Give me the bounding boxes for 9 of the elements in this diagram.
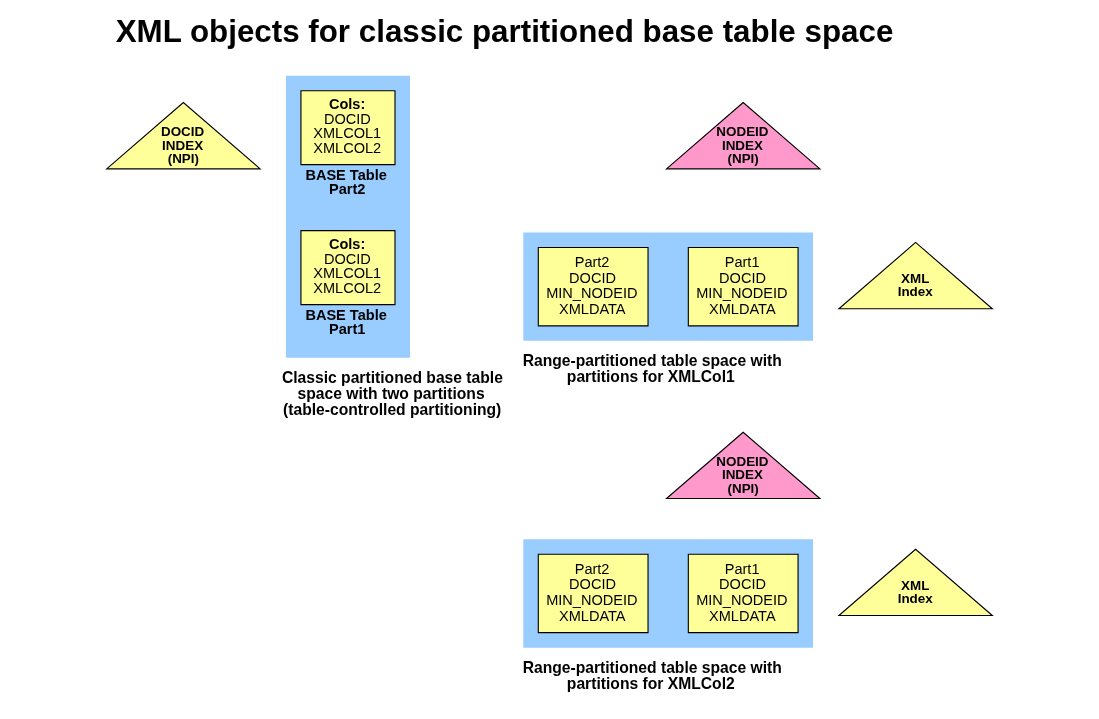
cluster [284, 73, 412, 359]
node-label: BASE Table Part1 [305, 306, 387, 337]
node-label: Range-partitioned table space with partitions for XMLCol1 [522, 351, 782, 385]
node-label: Classic partitioned base table space with two partitions (table-controlled partitioning) [281, 368, 503, 418]
node-label: Range-partitioned table space with partitions for XMLCol2 [522, 658, 782, 692]
node-label: BASE Table Part2 [305, 166, 387, 197]
cluster [521, 230, 815, 342]
cluster [521, 537, 815, 649]
diagram-title: XML objects for classic partitioned base table space [115, 13, 894, 49]
